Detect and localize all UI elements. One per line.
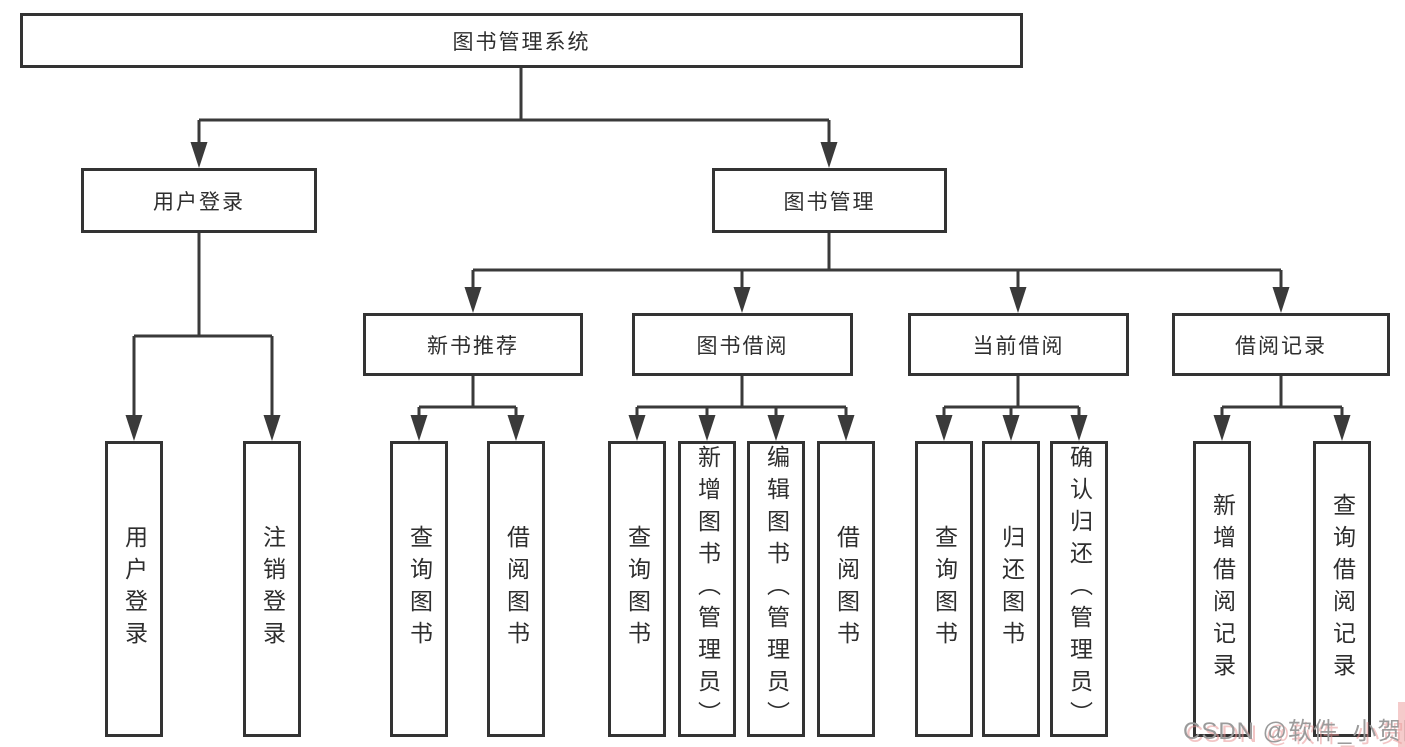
leaf-add-books-admin: 新增图书（管理员） (678, 441, 736, 737)
edge-user-login-to-leaves (132, 233, 274, 417)
edge-book-borrow-to-leaves (635, 376, 848, 417)
arrowheads (125, 142, 1351, 441)
leaf-query-books-recommend: 查询图书 (390, 441, 448, 737)
leaf-query-books-current: 查询图书 (915, 441, 973, 737)
leaf-query-books-borrow: 查询图书 (608, 441, 666, 737)
edge-current-borrow-to-leaves (942, 376, 1081, 417)
leaf-logout: 注销登录 (243, 441, 301, 737)
leaf-add-borrow-record-label: 新增借阅记录 (1209, 493, 1236, 685)
leaf-query-books-borrow-label: 查询图书 (624, 525, 651, 653)
leaf-borrow-books-recommend-label: 借阅图书 (503, 525, 530, 653)
leaf-borrow-books: 借阅图书 (817, 441, 875, 737)
node-current-borrow: 当前借阅 (908, 313, 1129, 376)
leaf-borrow-books-recommend: 借阅图书 (487, 441, 545, 737)
leaf-logout-label: 注销登录 (259, 525, 286, 653)
leaf-add-borrow-record: 新增借阅记录 (1193, 441, 1251, 737)
leaf-confirm-return-admin-label: 确认归还（管理员） (1066, 445, 1093, 733)
leaf-confirm-return-admin: 确认归还（管理员） (1050, 441, 1108, 737)
csdn-watermark: CSDN @软件_小贺同学 (1183, 718, 1405, 745)
node-root-system: 图书管理系统 (20, 13, 1023, 68)
leaf-user-login-label: 用户登录 (121, 525, 148, 653)
edge-new-book-rec-to-leaves (417, 376, 518, 417)
leaf-edit-books-admin-label: 编辑图书（管理员） (763, 445, 790, 733)
node-new-book-recommend: 新书推荐 (363, 313, 583, 376)
leaf-query-books-current-label: 查询图书 (931, 525, 958, 653)
leaf-query-books-recommend-label: 查询图书 (406, 525, 433, 653)
leaf-return-books-label: 归还图书 (998, 525, 1025, 653)
node-user-login: 用户登录 (81, 168, 317, 233)
edge-borrow-record-to-leaves (1220, 376, 1344, 417)
node-book-borrow: 图书借阅 (632, 313, 853, 376)
leaf-edit-books-admin: 编辑图书（管理员） (747, 441, 805, 737)
edge-root-to-level2 (197, 68, 831, 144)
leaf-return-books: 归还图书 (982, 441, 1040, 737)
watermark-pink-strip (1398, 702, 1405, 747)
leaf-user-login: 用户登录 (105, 441, 163, 737)
node-borrow-record: 借阅记录 (1172, 313, 1390, 376)
leaf-add-books-admin-label: 新增图书（管理员） (694, 445, 721, 733)
leaf-query-borrow-record: 查询借阅记录 (1313, 441, 1371, 737)
edge-book-mgmt-to-level3 (471, 233, 1283, 289)
leaf-query-borrow-record-label: 查询借阅记录 (1329, 493, 1356, 685)
node-book-management: 图书管理 (712, 168, 947, 233)
leaf-borrow-books-label: 借阅图书 (833, 525, 860, 653)
